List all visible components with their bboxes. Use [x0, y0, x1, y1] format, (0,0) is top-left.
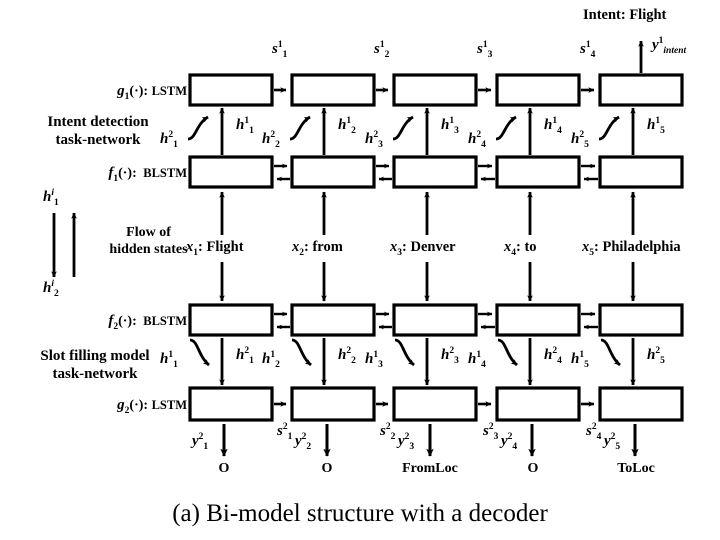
- y2-label-t4: y24: [501, 432, 518, 452]
- row-label-g2-type: LSTM: [151, 398, 187, 412]
- s1-label-t1: s11: [272, 40, 288, 60]
- figure-caption: (a) Bi-model structure with a decoder: [172, 500, 548, 527]
- row-label-g2-fn: g2: [117, 397, 130, 416]
- s1-label-t4: s14: [580, 40, 596, 60]
- slot-tag-t4: O: [527, 461, 539, 476]
- row-g1-boxes: [188, 73, 684, 107]
- s2-label-t1: s21: [277, 422, 293, 442]
- slot-network-label-line2: task-network: [52, 365, 138, 382]
- s2-label-t4: s24: [586, 422, 602, 442]
- slot-network-label-line1: Slot filling model: [40, 348, 150, 364]
- f1-bidirectional-arrows: [274, 163, 598, 182]
- y2-label-t3: y23: [398, 432, 415, 452]
- h1-label-t1: h11: [236, 116, 254, 136]
- input-label-t3: x3: Denver: [390, 239, 456, 258]
- input-down-arrows: [219, 262, 636, 302]
- y2-label-t1: y21: [192, 432, 209, 452]
- h2-label-t5-bottom: h25: [647, 346, 665, 366]
- slot-network-label: Slot filling model task-network: [10, 348, 180, 383]
- row-g2-boxes: [188, 386, 684, 422]
- y2-label-t5: y25: [604, 432, 621, 452]
- slot-tag-t5: ToLoc: [617, 461, 655, 476]
- h1-label-t5: h15: [647, 116, 665, 136]
- h2-label-t4-top: h24: [468, 130, 486, 150]
- row-label-f1-type: BLSTM: [143, 166, 187, 180]
- row-f1-boxes: [188, 155, 684, 189]
- row-label-f1-args: (·):: [118, 166, 137, 181]
- h1-label-t4: h14: [544, 116, 562, 136]
- slot-tag-t2: O: [321, 461, 333, 476]
- slot-tag-t3: FromLoc: [402, 461, 458, 476]
- row-label-g1-args: (·):: [129, 84, 149, 99]
- row-label-f1-fn: f1: [108, 165, 119, 184]
- h1-label-t2-bottom: h12: [262, 350, 280, 370]
- row-label-f2-type: BLSTM: [143, 314, 187, 328]
- s1-label-t3: s13: [477, 40, 493, 60]
- f2-bidirectional-arrows: [274, 311, 598, 330]
- legend-flow-arrows: [51, 212, 77, 278]
- row-label-g1-type: LSTM: [151, 84, 187, 98]
- intent-network-label: Intent detection task-network: [18, 114, 178, 149]
- y2-label-t2: y22: [295, 432, 312, 452]
- legend-symbol-top: hi1: [43, 188, 59, 208]
- intent-network-label-line2: task-network: [55, 131, 141, 148]
- legend-flow-text-line2: hidden states: [109, 241, 188, 257]
- row-label-g2: g2(·): LSTM: [117, 397, 187, 416]
- s1-label-t2: s12: [374, 40, 390, 60]
- h2-label-t2-top: h22: [262, 130, 280, 150]
- s2-label-t2: s22: [380, 422, 396, 442]
- h2-label-t1-top: h21: [160, 130, 178, 150]
- h1-label-t4-bottom: h14: [468, 350, 486, 370]
- h2-label-t1-bottom: h21: [236, 346, 254, 366]
- row-label-g1: g1(·): LSTM: [117, 83, 187, 102]
- input-label-t1: x1: Flight: [186, 239, 244, 258]
- h2-label-t4-bottom: h24: [544, 346, 562, 366]
- intent-network-label-line1: Intent detection: [47, 114, 149, 130]
- s2-label-t3: s23: [483, 422, 499, 442]
- intent-output-symbol: y1intent: [652, 36, 687, 56]
- input-label-t2: x2: from: [292, 239, 343, 258]
- intent-result-label: Intent: Flight: [583, 7, 667, 23]
- legend-flow-text: Flow of hidden states: [96, 225, 201, 259]
- input-label-t4: x4: to: [504, 239, 537, 258]
- legend-symbol-bottom: hi2: [43, 279, 59, 299]
- row-label-g2-args: (·):: [129, 398, 149, 413]
- h2-label-t3-bottom: h23: [441, 346, 459, 366]
- h1-label-t3-bottom: h13: [365, 350, 383, 370]
- slot-tag-t1: O: [218, 461, 230, 476]
- row-label-g1-fn: g1: [117, 83, 130, 102]
- h2-label-t2-bottom: h22: [338, 346, 356, 366]
- row-label-f2-fn: f2: [108, 313, 119, 332]
- row-label-f2-args: (·):: [118, 314, 137, 329]
- h1-label-t2: h12: [338, 116, 356, 136]
- h2-label-t5-top: h25: [571, 130, 589, 150]
- row-label-f1: f1(·): BLSTM: [108, 165, 187, 184]
- h2-label-t3-top: h23: [365, 130, 383, 150]
- h1-label-t5-bottom: h15: [571, 350, 589, 370]
- h1-label-t1-bottom: h11: [160, 350, 178, 370]
- legend-flow-text-line1: Flow of: [126, 225, 171, 240]
- input-label-t5: x5: Philadelphia: [582, 239, 681, 258]
- input-up-arrows: [219, 191, 636, 235]
- h1-label-t3: h13: [441, 116, 459, 136]
- row-label-f2: f2(·): BLSTM: [108, 313, 187, 332]
- row-f2-boxes: [188, 303, 684, 337]
